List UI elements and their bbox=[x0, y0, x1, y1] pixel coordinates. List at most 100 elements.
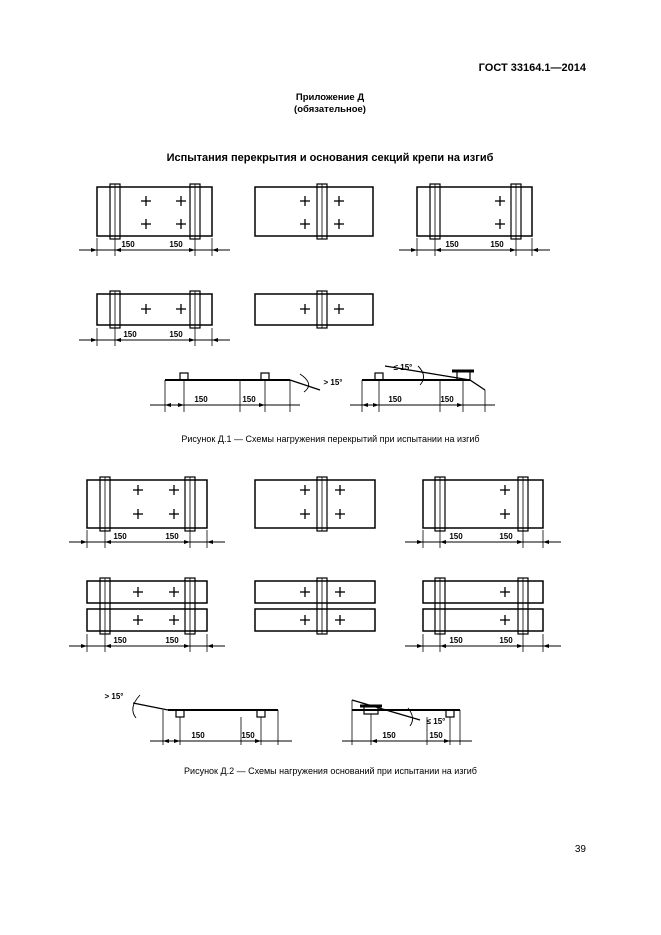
plate-outline bbox=[254, 293, 374, 326]
support-block bbox=[256, 709, 266, 718]
dimension-label-150: 150 bbox=[169, 240, 183, 249]
page-number: 39 bbox=[574, 844, 586, 855]
angle-label-le-15: ≤ 15° bbox=[394, 363, 413, 372]
dimension-arrow bbox=[81, 540, 87, 544]
dimension-label-150: 150 bbox=[113, 532, 127, 541]
dimension-arrow bbox=[178, 403, 184, 407]
dimension-arrow bbox=[189, 338, 195, 342]
dimension-label-150: 150 bbox=[241, 731, 255, 740]
angle-arc bbox=[132, 694, 141, 719]
dimension-arrow bbox=[105, 540, 111, 544]
dimension-arrow bbox=[259, 403, 265, 407]
side-view-slope bbox=[469, 379, 486, 391]
support-block bbox=[179, 372, 189, 381]
dimension-arrow bbox=[444, 739, 450, 743]
side-view-slope bbox=[351, 699, 421, 721]
dimension-arrow bbox=[184, 644, 190, 648]
plate-outline bbox=[416, 186, 533, 237]
side-view-slope bbox=[132, 702, 169, 711]
document-code: ГОСТ 33164.1—2014 bbox=[478, 62, 586, 74]
dimension-label-150: 150 bbox=[165, 636, 179, 645]
section-title: Испытания перекрытия и основания секций … bbox=[166, 152, 494, 164]
plate-outline bbox=[254, 186, 374, 237]
angle-arc bbox=[407, 707, 413, 727]
support-block bbox=[445, 709, 455, 718]
dimension-arrow bbox=[255, 739, 261, 743]
dimension-arrow bbox=[91, 338, 97, 342]
plate-outline bbox=[422, 608, 544, 632]
figure-2-caption: Рисунок Д.2 — Схемы нагружения оснований… bbox=[184, 766, 477, 776]
dimension-arrow bbox=[543, 540, 549, 544]
dimension-arrow bbox=[517, 540, 523, 544]
annex-heading: Приложение Д (обязательное) bbox=[230, 92, 430, 116]
dimension-label-150: 150 bbox=[449, 636, 463, 645]
plate-outline bbox=[422, 479, 544, 529]
angle-arc bbox=[299, 373, 310, 393]
dimension-arrow bbox=[435, 248, 441, 252]
dimension-label-150: 150 bbox=[499, 532, 513, 541]
dimension-label-150: 150 bbox=[165, 532, 179, 541]
dimension-arrow bbox=[115, 338, 121, 342]
dimension-label-150: 150 bbox=[388, 395, 402, 404]
figure-schematics: 150 150 150 150 150 150 150 150 > 15° 150 150 ≤ 15°… bbox=[69, 183, 561, 745]
dimension-label-150: 150 bbox=[449, 532, 463, 541]
dimension-arrow bbox=[457, 403, 463, 407]
dimension-arrow bbox=[163, 739, 169, 743]
dimension-arrow bbox=[207, 540, 213, 544]
dimension-arrow bbox=[212, 338, 218, 342]
angle-label-gt-15: > 15° bbox=[324, 378, 343, 387]
dimension-arrow bbox=[417, 644, 423, 648]
dimension-arrow bbox=[371, 739, 377, 743]
dimension-arrow bbox=[105, 644, 111, 648]
dimension-arrow bbox=[440, 540, 446, 544]
dimension-label-150: 150 bbox=[499, 636, 513, 645]
plate-outline bbox=[254, 608, 376, 632]
dimension-label-150: 150 bbox=[445, 240, 459, 249]
plate-outline bbox=[254, 580, 376, 604]
dimension-arrow bbox=[184, 540, 190, 544]
dimension-label-150: 150 bbox=[194, 395, 208, 404]
dimension-arrow bbox=[165, 403, 171, 407]
dimension-arrow bbox=[532, 248, 538, 252]
dimension-label-150: 150 bbox=[242, 395, 256, 404]
dimension-arrow bbox=[417, 540, 423, 544]
dimension-label-150: 150 bbox=[113, 636, 127, 645]
dimension-label-150: 150 bbox=[382, 731, 396, 740]
dimension-arrow bbox=[517, 644, 523, 648]
plate-outline bbox=[86, 479, 208, 529]
dimension-arrow bbox=[543, 644, 549, 648]
plate-outline bbox=[254, 479, 376, 529]
dimension-arrow bbox=[81, 644, 87, 648]
dimension-arrow bbox=[189, 248, 195, 252]
figure-1-caption: Рисунок Д.1 — Схемы нагружения перекрыти… bbox=[181, 434, 480, 444]
dimension-arrow bbox=[411, 248, 417, 252]
dimension-arrow bbox=[115, 248, 121, 252]
dimension-arrow bbox=[362, 403, 368, 407]
plate-outline bbox=[96, 186, 213, 237]
dimension-arrow bbox=[174, 739, 180, 743]
dimension-arrow bbox=[373, 403, 379, 407]
dimension-label-150: 150 bbox=[169, 330, 183, 339]
angle-label-gt-15: > 15° bbox=[105, 692, 124, 701]
side-view-slope bbox=[289, 379, 321, 391]
angle-arc bbox=[417, 365, 424, 386]
plate-outline bbox=[96, 293, 213, 326]
dimension-label-150: 150 bbox=[121, 240, 135, 249]
support-block bbox=[260, 372, 270, 381]
side-view-slope bbox=[384, 365, 471, 381]
dimension-arrow bbox=[212, 248, 218, 252]
plate-outline bbox=[422, 580, 544, 604]
dimension-arrow bbox=[207, 644, 213, 648]
annex-title: Приложение Д bbox=[295, 92, 365, 103]
angle-label-le-15: ≤ 15° bbox=[427, 717, 446, 726]
dimension-label-150: 150 bbox=[191, 731, 205, 740]
support-block bbox=[374, 372, 384, 381]
dimension-label-150: 150 bbox=[429, 731, 443, 740]
plate-outline bbox=[86, 580, 208, 604]
dimension-arrow bbox=[440, 644, 446, 648]
support-block bbox=[175, 709, 185, 718]
annex-status: (обязательное) bbox=[294, 104, 366, 115]
dimension-arrow bbox=[510, 248, 516, 252]
dimension-label-150: 150 bbox=[440, 395, 454, 404]
